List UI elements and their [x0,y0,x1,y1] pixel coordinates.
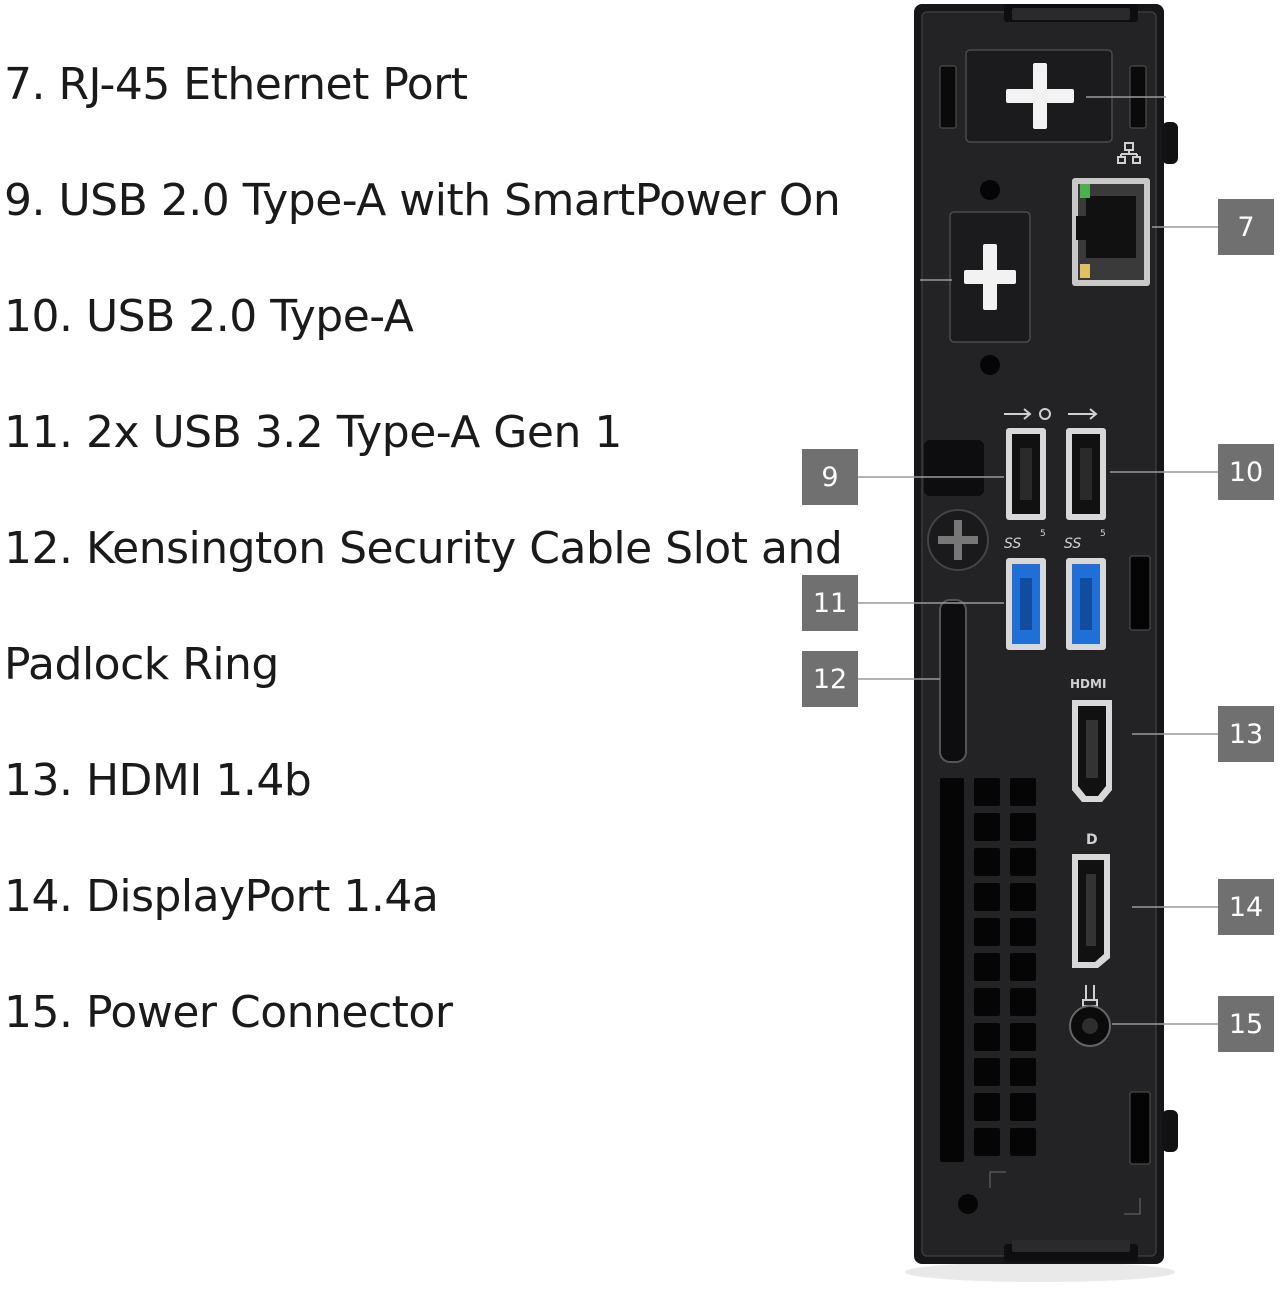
legend-item-11: 11. 2x USB 3.2 Type-A Gen 1 [4,407,622,458]
callout-9: 9 [802,449,858,505]
callout-10: 10 [1218,444,1274,500]
callout-15: 15 [1218,996,1274,1052]
usb2-port-10 [1066,428,1106,520]
displayport-label: D [1086,832,1098,848]
legend-item-15: 15. Power Connector [4,987,453,1038]
usb3-port-left [1006,558,1046,650]
vent-hole [974,813,1000,841]
usb-ss-label-right: SS [1064,536,1081,552]
callout-11: 11 [802,575,858,631]
vent-hole [974,883,1000,911]
hdmi-port [1072,700,1112,802]
vent-hole [1010,918,1036,946]
legend-item-10: 10. USB 2.0 Type-A [4,291,414,342]
vent-hole [974,953,1000,981]
usb3-port-right [1066,558,1106,650]
vent-hole [1010,778,1036,806]
hdmi-label: HDMI [1070,677,1106,691]
vent-hole [974,988,1000,1016]
vent-hole [974,778,1000,806]
legend-item-12-cont: Padlock Ring [4,639,279,690]
callout-7: 7 [1218,199,1274,255]
vent-hole [974,1058,1000,1086]
vent-hole [974,1023,1000,1051]
vent-hole [974,848,1000,876]
usb-gen-label-right: 5 [1100,529,1106,539]
vent-slot [940,778,964,1162]
legend-item-14: 14. DisplayPort 1.4a [4,871,439,922]
callout-13: 13 [1218,706,1274,762]
usb-icons [1004,408,1098,420]
legend-item-7: 7. RJ-45 Ethernet Port [4,59,468,110]
vent-hole [1010,1128,1036,1156]
vent-hole [974,918,1000,946]
legend-item-12: 12. Kensington Security Cable Slot and [4,523,843,574]
callout-12: 12 [802,651,858,707]
vent-hole [974,1128,1000,1156]
network-icon [1117,142,1141,164]
vent-hole [1010,1023,1036,1051]
top-cover-plate [939,49,1147,143]
usb-gen-label-left: 5 [1040,529,1046,539]
callout-14: 14 [1218,879,1274,935]
power-connector [1069,985,1111,1047]
vent-hole [1010,1058,1036,1086]
vent-hole [1010,953,1036,981]
vent-hole [1010,988,1036,1016]
usb-ss-label-left: SS [1004,536,1021,552]
vent-hole [1010,848,1036,876]
rj45-port [1072,178,1150,286]
callout-leader-lines [858,96,1218,1025]
vent-hole [1010,813,1036,841]
vent-hole [1010,1093,1036,1121]
padlock-ring [924,440,989,763]
vent-grid [940,778,1036,1162]
legend-item-9: 9. USB 2.0 Type-A with SmartPower On [4,175,841,226]
legend-item-13: 13. HDMI 1.4b [4,755,312,806]
vent-hole [974,1093,1000,1121]
vent-hole [1010,883,1036,911]
usb2-port-9 [1006,428,1046,520]
middle-cover-plate [949,180,1031,375]
displayport-port [1072,854,1110,968]
